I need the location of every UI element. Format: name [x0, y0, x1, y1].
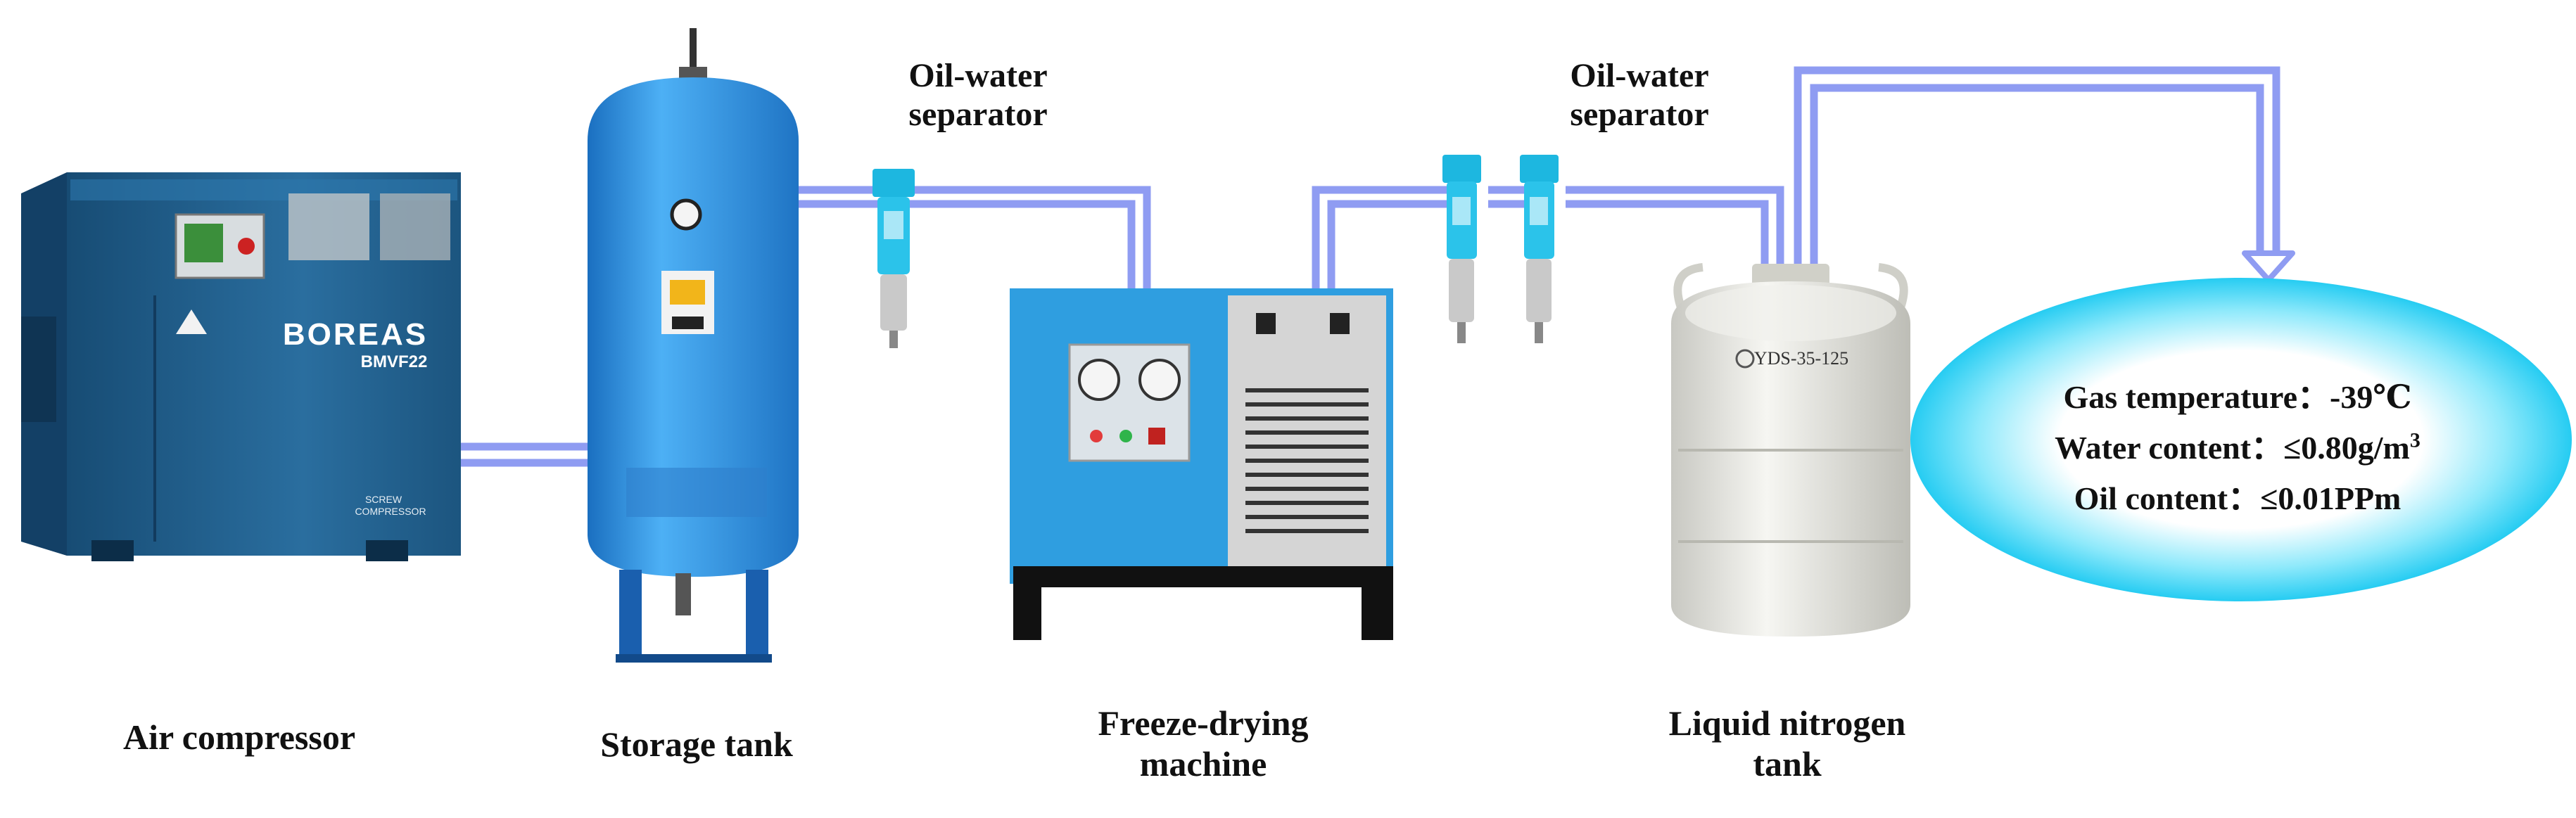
label-freeze-drying-machine: Freeze-drying machine: [1041, 703, 1365, 784]
pipe-separator1-to-dryer: [904, 186, 1151, 288]
flow-arrow-icon: [2242, 250, 2295, 283]
freeze-drying-machine: [1010, 288, 1393, 640]
output-conditions-ellipse: [1910, 278, 2572, 601]
label-oil-water-separator-2: Oil-water separator: [1534, 56, 1745, 134]
dryer-green-button-icon: [1119, 430, 1132, 442]
label-storage-tank: Storage tank: [600, 724, 793, 764]
pipe-dryer-to-separator2-b: [1327, 200, 1460, 288]
dryer-gauge-panel: [1068, 343, 1191, 462]
pipe-ln2-to-output-b: [1810, 84, 2264, 271]
dryer-gauge-left-icon: [1078, 359, 1120, 401]
dryer-switch-icon: [1148, 428, 1165, 445]
oil-water-separator-2b: [1520, 155, 1559, 343]
pipe-separator1-to-dryer-b: [904, 200, 1136, 288]
compressor-type-line1: SCREW: [365, 494, 402, 505]
compressor-model: BMVF22: [361, 352, 428, 371]
compressor-brand: BOREAS: [283, 317, 428, 352]
compressor-type-line2: COMPRESSOR: [355, 506, 426, 517]
storage-tank: [588, 28, 799, 663]
label-separator2-line1: Oil-water: [1570, 57, 1709, 94]
warning-triangle-icon: [176, 309, 207, 334]
label-oil-water-separator-1: Oil-water separator: [873, 56, 1084, 134]
label-separator2-line2: separator: [1570, 96, 1709, 134]
water-content-superscript: 3: [2409, 428, 2420, 452]
liquid-nitrogen-tank: YDS-35-125: [1671, 263, 1910, 637]
dryer-gauge-right-icon: [1138, 359, 1181, 401]
label-liquid-nitrogen-tank: Liquid nitrogen tank: [1632, 703, 1942, 784]
compressor-nameplate: [288, 193, 369, 260]
label-ln2-line1: Liquid nitrogen: [1668, 703, 1906, 743]
label-air-compressor: Air compressor: [122, 717, 356, 757]
oil-water-separator-2a: [1442, 155, 1481, 343]
gas-temperature-text: Gas temperature：-39℃: [2063, 379, 2412, 415]
pipe-separator2-to-ln2: [1566, 186, 1784, 271]
ln2-logo-icon: [1735, 349, 1755, 369]
label-separator1-line2: separator: [908, 96, 1048, 134]
ln2-tank-model: YDS-35-125: [1754, 348, 1848, 369]
pipe-separator2-to-ln2-b: [1566, 200, 1769, 271]
pipe-dryer-to-separator2: [1312, 186, 1460, 288]
label-ln2-line2: tank: [1753, 743, 1822, 784]
dryer-red-button-icon: [1090, 430, 1103, 442]
pipe-ln2-to-output: [1794, 66, 2280, 271]
label-freeze-drying-line1: Freeze-drying: [1098, 703, 1309, 743]
dryer-vent-grille: [1245, 388, 1369, 533]
label-freeze-drying-line2: machine: [1139, 743, 1267, 784]
oil-content-text: Oil content：≤0.01PPm: [2074, 480, 2401, 516]
label-separator1-line1: Oil-water: [908, 57, 1048, 94]
water-content-text: Water content：≤0.80g/m3: [1970, 422, 2505, 468]
oil-water-separator-1: [873, 169, 915, 348]
pressure-gauge-icon: [670, 198, 702, 231]
water-content-value: Water content：≤0.80g/m: [2055, 430, 2410, 466]
air-compressor: BOREAS BMVF22 SCREW COMPRESSOR: [21, 172, 461, 561]
pipe-network: [461, 66, 2280, 467]
